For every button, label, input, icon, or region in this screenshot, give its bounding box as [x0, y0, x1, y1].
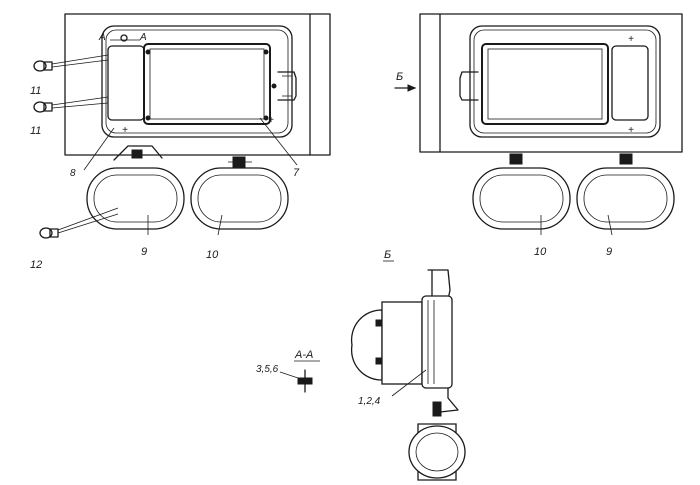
- leader-10: [217, 214, 223, 236]
- label-10-left: 10: [206, 249, 219, 261]
- leader-9-right: [607, 214, 613, 236]
- right-lamp-10-inner: [479, 174, 564, 223]
- view-arrow-head: [407, 84, 417, 92]
- left-screw: [145, 115, 151, 121]
- plus-mark: +: [268, 115, 274, 126]
- right-main-lamp-lens: [487, 48, 603, 120]
- label-8: 8: [70, 168, 76, 179]
- label-9-right: 9: [606, 246, 612, 258]
- lower-round-lamp-inner: [415, 432, 459, 472]
- bulb-11-lower: [33, 96, 109, 113]
- left-main-lamp-lens: [149, 48, 265, 120]
- right-view: + + Б 10 9: [394, 13, 683, 258]
- lower-mount: [432, 401, 442, 417]
- left-handle-inner: [282, 75, 293, 97]
- lamp-body: [381, 301, 423, 385]
- lamp-nut: [375, 319, 383, 327]
- section-marker-left: А: [98, 32, 106, 43]
- view-arrow-label: Б: [396, 71, 403, 83]
- left-main-lamp: [143, 43, 271, 125]
- right-lamp-9: [576, 167, 675, 230]
- bulb-12: [39, 207, 119, 239]
- left-screw: [145, 49, 151, 55]
- label-356: 3,5,6: [256, 364, 279, 375]
- leader-124: [391, 369, 427, 397]
- right-small-lamp: [611, 45, 649, 121]
- left-lamp-10-inner: [197, 174, 282, 223]
- left-small-lamp: [107, 45, 145, 121]
- label-9-left: 9: [141, 246, 147, 258]
- leader-8: [83, 127, 115, 171]
- section-aa: А-А 3,5,6: [256, 349, 320, 393]
- left-lamp-10: [190, 167, 289, 230]
- section-aa-title: А-А: [294, 349, 313, 361]
- label-11-upper: 11: [30, 85, 41, 97]
- label-11-lower: 11: [30, 125, 41, 137]
- right-handle: [459, 71, 479, 101]
- right-lamp-frame: [469, 25, 661, 138]
- section-marker-right: А: [139, 32, 147, 43]
- left-handle: [277, 71, 297, 101]
- left-lamp-9: [86, 167, 185, 230]
- plus-mark: +: [628, 34, 634, 45]
- bulb-11-upper: [33, 54, 109, 72]
- left-clamp-nut: [131, 149, 143, 159]
- left-screw: [263, 115, 269, 121]
- lower-round-lamp: [408, 425, 466, 479]
- view-b-detail: Б 1,2,4: [350, 249, 466, 481]
- left-screw: [263, 49, 269, 55]
- left-clamp: [113, 145, 163, 161]
- right-mount-block: [619, 153, 633, 165]
- view-b-title: Б: [384, 249, 391, 261]
- right-lamp-10: [472, 167, 571, 230]
- lamp-nut: [375, 357, 383, 365]
- label-10-right: 10: [534, 246, 547, 258]
- left-panel-outline: [64, 13, 331, 156]
- right-lamp-9-inner: [583, 174, 668, 223]
- plus-mark: +: [628, 125, 634, 136]
- left-handle-screw: [271, 83, 277, 89]
- left-lamp-9-inner: [93, 174, 178, 223]
- right-panel-outline: [419, 13, 683, 153]
- section-marker-circle: [120, 34, 128, 42]
- lamp-rim: [421, 295, 453, 389]
- right-mount-block: [509, 153, 523, 165]
- left-view: А А + + 11 11 8 7: [30, 13, 331, 271]
- left-lamp-frame-inner: [105, 29, 289, 134]
- plus-mark: +: [122, 125, 128, 136]
- leader-7: [259, 117, 298, 166]
- right-main-lamp: [481, 43, 609, 125]
- label-7: 7: [293, 167, 300, 179]
- label-12: 12: [30, 259, 42, 271]
- right-lamp-frame-inner: [473, 29, 657, 134]
- leader-356: [279, 371, 299, 379]
- label-124: 1,2,4: [358, 396, 381, 407]
